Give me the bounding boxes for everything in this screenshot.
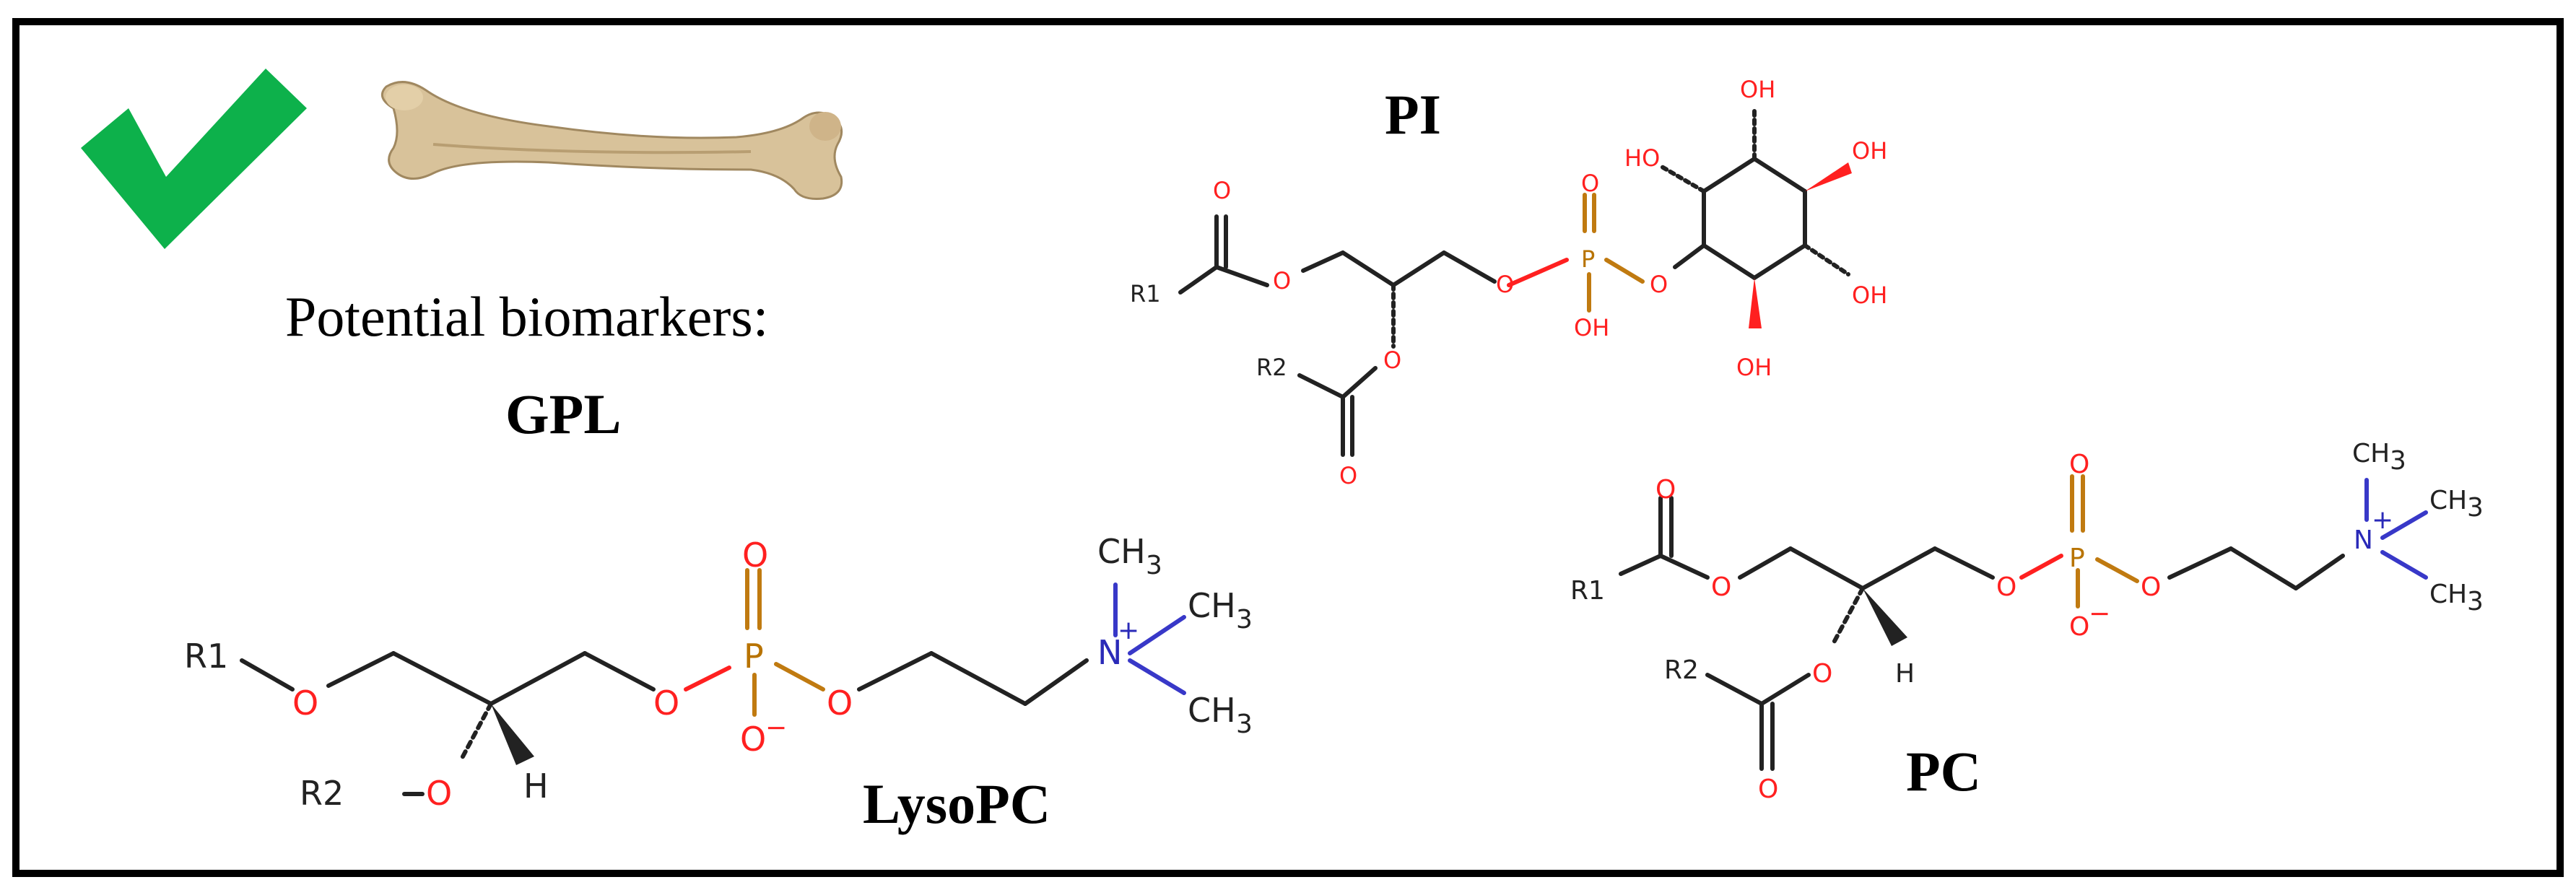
pc-r2: R2 [1664,655,1699,685]
pi-oh-2: OH [1740,76,1775,103]
pc-molecule: R1 O O O H R2 O O P O O − O N + CH 3 CH … [1570,439,2484,804]
pi-o-phosphoryl: O [1581,170,1599,197]
figure-border [12,18,2564,877]
pc-o-anion: O [2069,612,2089,642]
pi-o-link2: O [1650,271,1668,298]
lysopc-o-ether1: O [292,684,318,723]
pc-phosphorus: P [2069,544,2085,573]
pi-o-link1: O [1496,271,1514,298]
pi-oh-4: OH [1852,282,1887,309]
lysopc-minus-charge: − [765,713,787,743]
pc-name-label: PC [1906,740,1981,803]
pi-phosphorus: P [1581,245,1595,273]
pc-ch3-top: CH [2352,439,2390,468]
gpl-class-label: GPL [505,383,621,445]
pi-ho-1: HO [1624,144,1660,172]
pc-r1: R1 [1570,576,1605,606]
pc-minus-charge: − [2089,599,2110,629]
pc-ch3-mid: CH [2429,486,2467,515]
lysopc-r1: R1 [184,637,228,676]
femur-bone-icon [380,81,843,200]
pi-o-ester2: O [1383,346,1401,374]
pc-h: H [1895,659,1915,689]
pc-ch3-bottom: CH [2429,580,2467,609]
lysopc-ch3-bottom: CH [1188,691,1236,730]
lysopc-ch3-bottom-sub: 3 [1236,710,1253,739]
pc-o-ester2: O [1812,659,1832,689]
pi-oh-phosphate: OH [1574,314,1609,341]
pc-o-link2: O [2141,572,2161,602]
lysopc-ch3-mid: CH [1188,586,1236,625]
potential-biomarkers-label: Potential biomarkers: [285,285,768,348]
lysopc-o-link1: O [653,684,679,723]
lysopc-molecule: R1 O R2 O H O P O O − O N + CH 3 CH 3 CH… [184,532,1253,835]
pi-oh-5: OH [1736,354,1772,381]
lysopc-name-label: LysoPC [863,772,1050,835]
pi-name-label: PI [1385,83,1441,146]
pc-o-ester1: O [1711,572,1731,602]
lysopc-nitrogen: N [1097,633,1122,672]
pi-oh-3: OH [1852,137,1887,165]
lysopc-o-ether2: O [426,774,452,813]
pc-ch3-top-sub: 3 [2390,446,2406,476]
pi-o-carbonyl2: O [1339,462,1357,489]
lysopc-r2: R2 [300,774,344,813]
pi-r2: R2 [1256,354,1287,381]
pc-o-phosphoryl: O [2069,450,2089,479]
pi-o-ester1: O [1273,267,1291,295]
lysopc-ch3-top: CH [1097,532,1146,571]
pc-o-link1: O [1996,572,2016,602]
lysopc-o-phosphoryl: O [742,536,768,575]
lysopc-o-anion: O [740,720,766,759]
pc-nitrogen: N [2354,525,2373,555]
lysopc-ch3-mid-sub: 3 [1236,605,1253,634]
lysopc-plus-charge: + [1118,616,1139,645]
pc-plus-charge: + [2372,505,2393,535]
lysopc-h: H [523,767,549,806]
lysopc-ch3-top-sub: 3 [1146,551,1162,580]
pi-o-carbonyl1: O [1213,177,1231,204]
pc-ch3-bottom-sub: 3 [2467,587,2484,616]
pc-ch3-mid-sub: 3 [2467,493,2484,523]
lysopc-o-link2: O [827,684,853,723]
pc-o-carbonyl1: O [1655,475,1676,505]
pc-o-carbonyl2: O [1758,775,1778,804]
pi-molecule: PI O R1 O O R2 [1130,76,1887,489]
lysopc-phosphorus: P [744,637,764,676]
check-mark-icon [81,69,307,249]
pi-r1: R1 [1130,280,1161,307]
